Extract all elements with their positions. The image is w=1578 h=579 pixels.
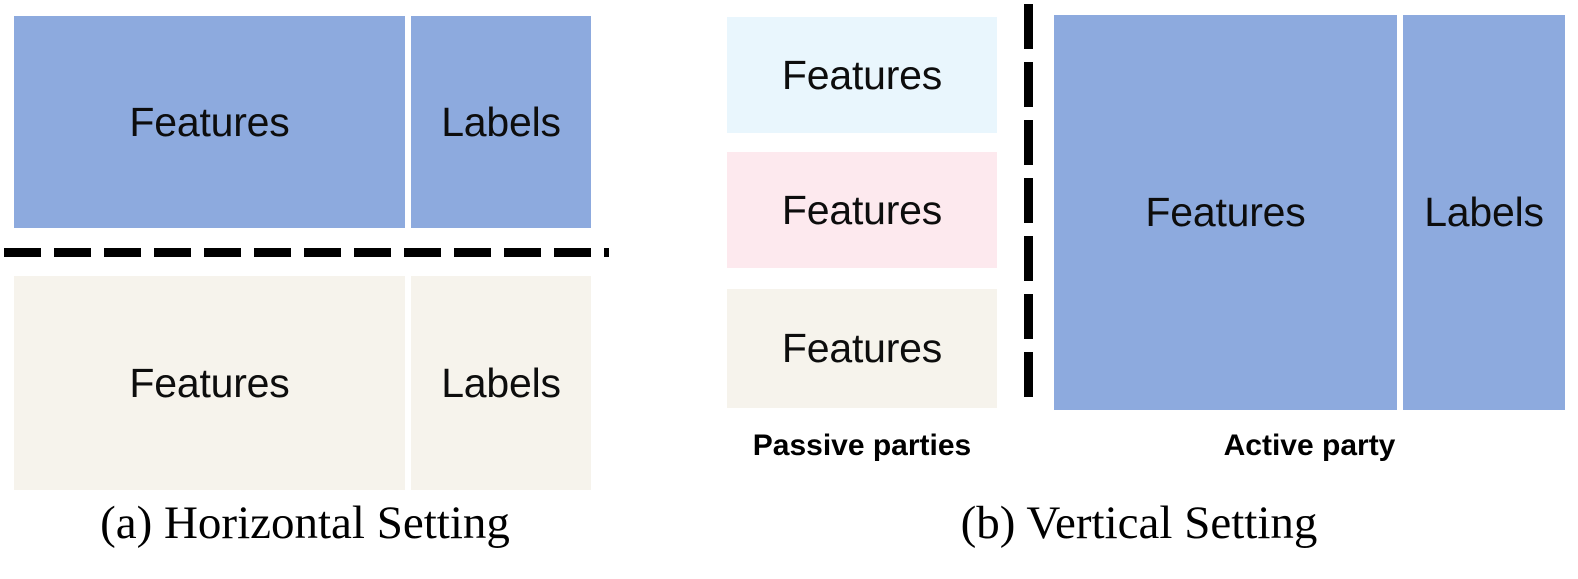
panel-b-caption: (b) Vertical Setting — [960, 497, 1318, 549]
vertical-passive-features-box-3: Features — [727, 289, 997, 408]
box-label: Features — [781, 186, 943, 233]
vertical-passive-features-box-1: Features — [727, 17, 997, 133]
vertical-dashed-divider — [1024, 4, 1033, 410]
horizontal-party2-features-box: Features — [14, 276, 405, 490]
vertical-active-features-box: Features — [1054, 15, 1397, 410]
box-label: Features — [781, 325, 943, 371]
horizontal-dashed-divider — [4, 248, 609, 257]
horizontal-party2-labels-box: Labels — [411, 276, 591, 490]
horizontal-party1-labels-box: Labels — [411, 16, 591, 228]
vertical-passive-features-box-2: Features — [727, 152, 997, 268]
active-party-label: Active party — [1223, 429, 1396, 462]
box-label: Features — [129, 359, 290, 406]
vertical-active-labels-box: Labels — [1403, 15, 1565, 410]
box-label: Features — [781, 51, 943, 98]
box-label: Labels — [441, 359, 561, 406]
box-label: Labels — [1424, 189, 1544, 235]
box-label: Features — [1145, 189, 1306, 235]
panel-a-caption: (a) Horizontal Setting — [100, 497, 510, 549]
box-label: Labels — [441, 98, 561, 145]
box-label: Features — [129, 98, 290, 145]
horizontal-party1-features-box: Features — [14, 16, 405, 228]
passive-parties-label: Passive parties — [752, 429, 972, 462]
